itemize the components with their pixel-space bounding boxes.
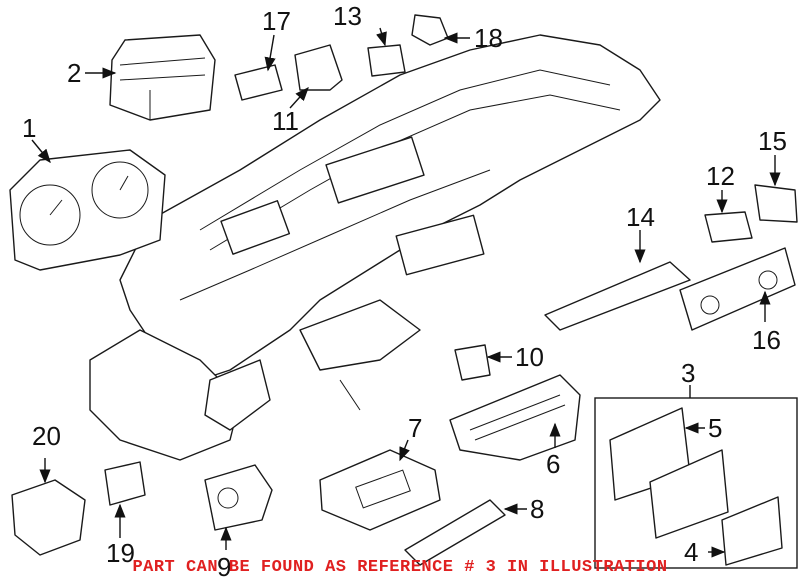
callout-17: 17 [262, 6, 291, 36]
part-8-panel [404, 499, 506, 566]
callout-20: 20 [32, 421, 61, 451]
part-20-bracket [11, 479, 86, 556]
part-4-frame [721, 496, 783, 566]
part-display-unit [109, 34, 216, 121]
part-10-switch [454, 344, 491, 381]
callout-13: 13 [333, 1, 362, 31]
callout-8: 8 [530, 494, 544, 524]
callout-18: 18 [474, 23, 503, 53]
callout-1: 1 [22, 113, 36, 143]
part-13-hazard-switch [367, 44, 406, 77]
part-7-media-unit [319, 449, 441, 531]
callout-numbers: 1 2 3 4 5 6 7 8 9 10 11 12 13 14 15 16 1… [22, 1, 787, 582]
part-6-bracket [449, 374, 581, 461]
part-11-switch [294, 44, 343, 91]
part-15-button-module [754, 184, 798, 223]
callout-4: 4 [684, 537, 698, 567]
callout-12: 12 [706, 161, 735, 191]
part-3-display [649, 449, 729, 539]
part-instrument-cluster [9, 149, 166, 271]
callout-7: 7 [408, 413, 422, 443]
callout-19: 19 [106, 538, 135, 568]
part-17-switch-panel [234, 64, 283, 101]
callout-16: 16 [752, 325, 781, 355]
dashboard-main-body [89, 34, 661, 461]
leader-lines [31, 27, 781, 558]
part-9-light-switch [204, 464, 273, 531]
callout-10: 10 [515, 342, 544, 372]
part-18-sensor [411, 14, 449, 46]
callout-15: 15 [758, 126, 787, 156]
callout-2: 2 [67, 58, 81, 88]
part-14-switch-strip [544, 261, 691, 331]
part-12-button-module [704, 211, 753, 243]
callout-3: 3 [681, 358, 695, 388]
part-3-inset-box [594, 397, 798, 569]
part-16-climate-control [679, 247, 796, 331]
part-19-module [104, 461, 146, 506]
callout-5: 5 [708, 413, 722, 443]
callout-9: 9 [217, 552, 231, 582]
reference-caption: PART CAN BE FOUND AS REFERENCE # 3 IN IL… [132, 558, 668, 577]
callout-14: 14 [626, 202, 655, 232]
callout-6: 6 [546, 449, 560, 479]
callout-11: 11 [272, 106, 299, 136]
